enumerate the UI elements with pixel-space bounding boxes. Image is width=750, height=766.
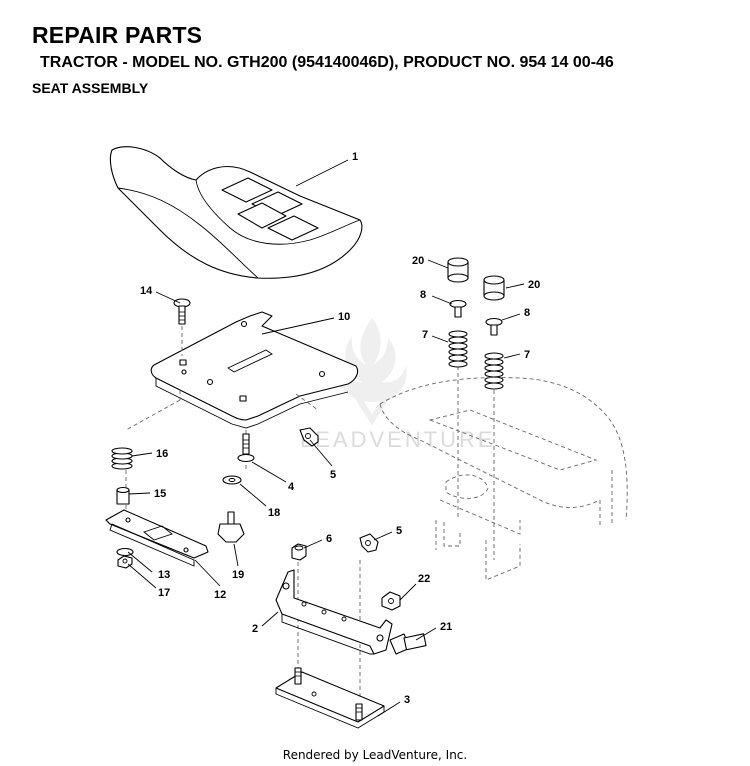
callout-21: 21 xyxy=(440,621,452,633)
spring-part-7-left xyxy=(448,330,468,368)
section-title: SEAT ASSEMBLY xyxy=(32,80,149,96)
slide-bracket-part-12 xyxy=(105,509,209,567)
clip-part-5-lower xyxy=(359,533,379,553)
callout-6: 6 xyxy=(326,533,332,545)
fender-reference-outline xyxy=(379,377,628,581)
callout-16: 16 xyxy=(156,448,168,460)
bolt-part-8-right xyxy=(485,317,503,336)
callout-3: 3 xyxy=(404,694,410,706)
seat-plate-part-10 xyxy=(150,311,359,429)
callout-22: 22 xyxy=(418,573,430,585)
callout-17: 17 xyxy=(158,587,170,599)
mount-plate-part-3 xyxy=(275,667,385,729)
callout-8-left: 8 xyxy=(420,289,426,301)
bolt-part-8-left xyxy=(449,299,467,318)
washer-part-13 xyxy=(116,547,134,557)
callout-10: 10 xyxy=(338,311,350,323)
callout-1: 1 xyxy=(352,151,358,163)
knob-part-19 xyxy=(217,511,245,543)
spacer-part-20-left xyxy=(447,257,469,283)
callout-14: 14 xyxy=(140,285,153,297)
shoulder-bolt-part-21 xyxy=(389,633,427,655)
page-title: REPAIR PARTS xyxy=(32,22,203,48)
watermark-logo xyxy=(335,318,407,426)
watermark-text: LEADVENTURE xyxy=(300,427,496,452)
bolt-part-4 xyxy=(237,433,255,463)
spring-part-16 xyxy=(111,447,133,470)
carriage-bolt-part-14 xyxy=(173,298,191,356)
callout-15: 15 xyxy=(154,488,166,500)
seat-part-1 xyxy=(109,146,363,279)
spacer-part-15 xyxy=(116,486,130,505)
pivot-bracket-part-2 xyxy=(275,569,393,655)
callout-12: 12 xyxy=(214,589,226,601)
callout-5-upper: 5 xyxy=(330,469,336,481)
spring-part-7-right xyxy=(484,352,504,390)
callout-20-left: 20 xyxy=(412,255,424,267)
model-subtitle: TRACTOR - MODEL NO. GTH200 (954140046D),… xyxy=(40,54,614,71)
callout-5-lower: 5 xyxy=(396,525,402,537)
callout-8-right: 8 xyxy=(524,307,530,319)
spacer-part-20-right xyxy=(483,275,505,301)
clip-part-5-upper xyxy=(299,427,319,447)
washer-part-18 xyxy=(222,475,242,485)
callout-7-left: 7 xyxy=(422,329,428,341)
nut-part-22 xyxy=(381,591,401,611)
callout-4: 4 xyxy=(288,481,295,493)
footer-credit: Rendered by LeadVenture, Inc. xyxy=(282,748,468,762)
nut-part-6 xyxy=(291,543,307,561)
callout-18: 18 xyxy=(268,507,280,519)
callout-13: 13 xyxy=(158,569,170,581)
callout-7-right: 7 xyxy=(524,349,530,361)
callout-2: 2 xyxy=(252,623,258,635)
callout-20-right: 20 xyxy=(528,279,540,291)
callout-19: 19 xyxy=(232,569,244,581)
